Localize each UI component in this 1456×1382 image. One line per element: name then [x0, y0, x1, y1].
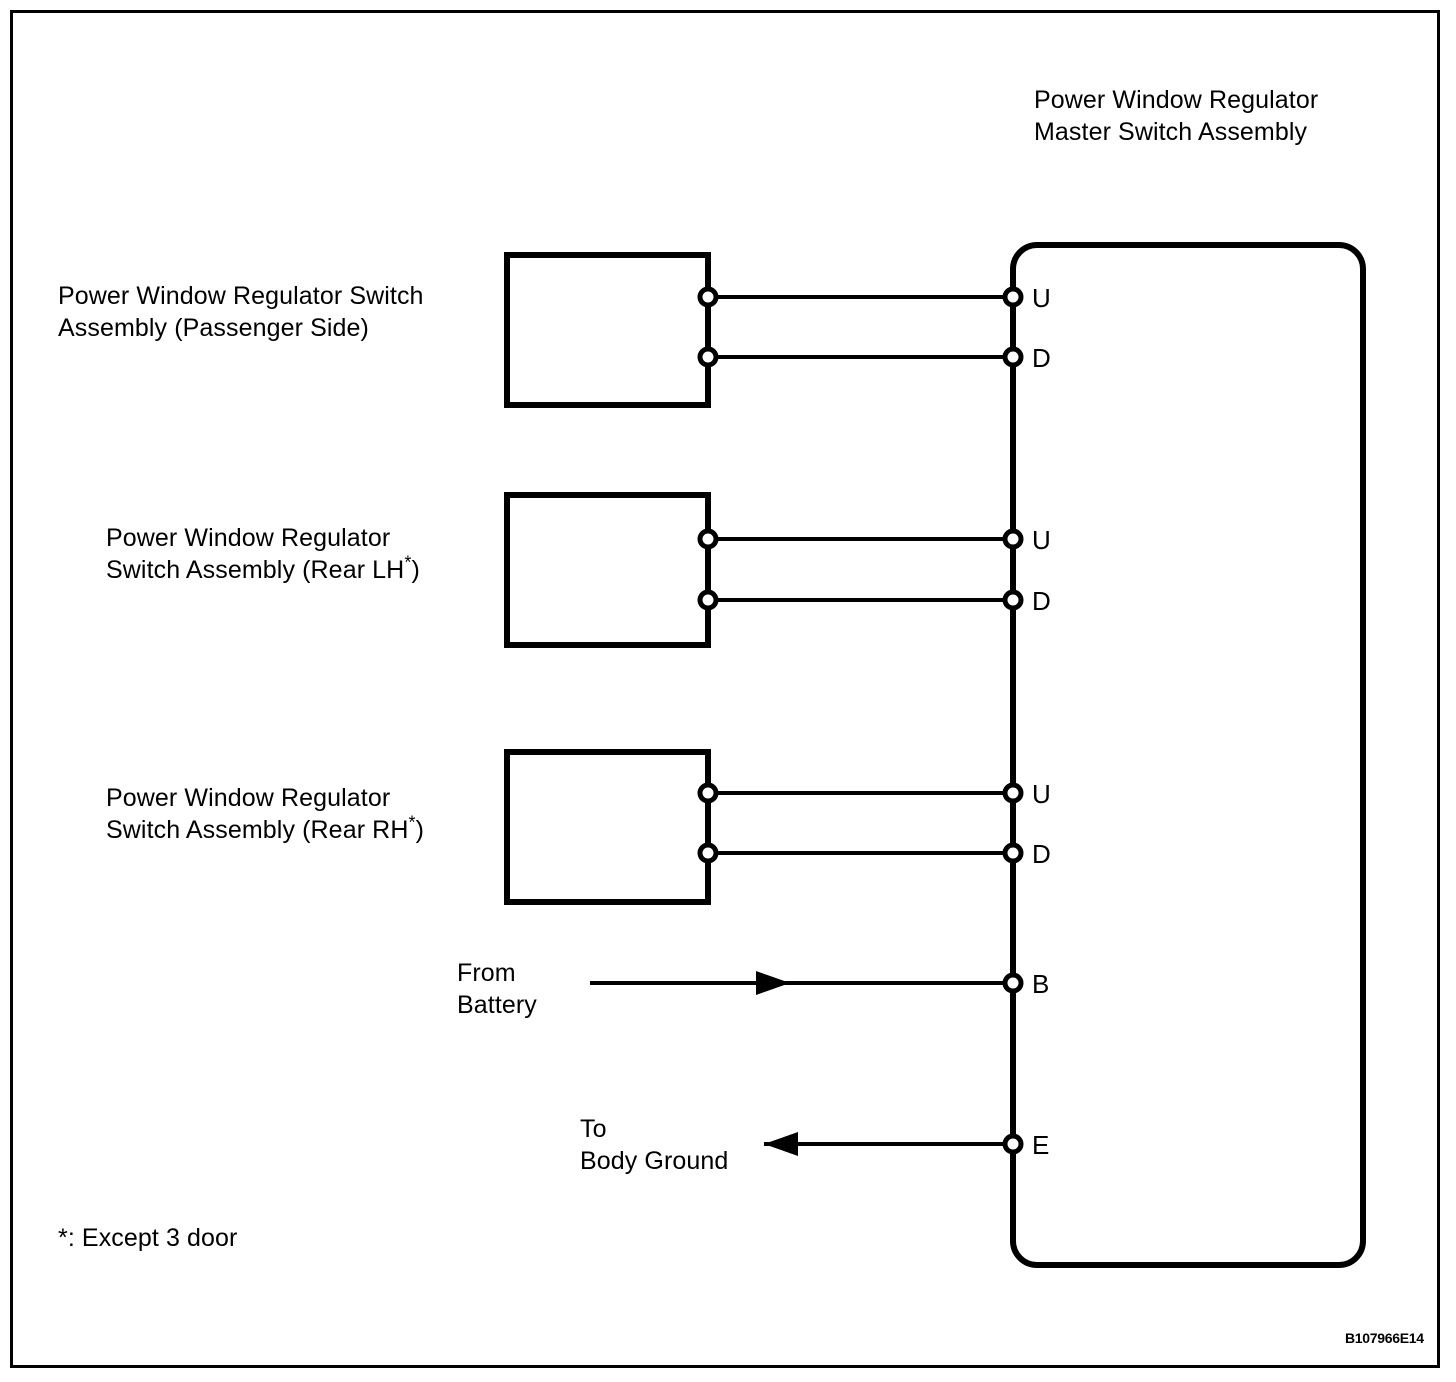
switch-box-passenger — [504, 252, 711, 408]
diagram-border — [10, 10, 1440, 1368]
connector-terminal-e — [1002, 1133, 1024, 1155]
label-rear-lh-line-2-suffix: ) — [411, 556, 420, 584]
label-rear-rh-line-2-suffix: ) — [415, 816, 425, 844]
terminal-label-b: B — [1032, 969, 1050, 999]
connector-terminal-d-2 — [1002, 589, 1024, 611]
terminal-label-d-2: D — [1032, 586, 1051, 616]
label-rear-lh-line-2-text: Switch Assembly (Rear LH — [106, 556, 405, 584]
asterisk-marker-rear-rh: * — [408, 812, 416, 833]
connector-terminal-d-3 — [1002, 842, 1024, 864]
connector-terminal-b — [1002, 972, 1024, 994]
terminal-label-u-3: U — [1032, 779, 1051, 809]
terminal-label-d-3: D — [1032, 839, 1051, 869]
label-rear-rh-line-1: Power Window Regulator — [106, 784, 391, 812]
master-switch-assembly-box — [1010, 242, 1366, 1268]
to-body-ground-line-1: To — [580, 1115, 607, 1143]
label-passenger-line-2: Assembly (Passenger Side) — [58, 314, 369, 342]
terminal-label-u-1: U — [1032, 283, 1051, 313]
title-line-2: Master Switch Assembly — [1034, 118, 1308, 146]
from-battery-line-1: From — [457, 959, 516, 987]
figure-code: B107966E14 — [1345, 1330, 1424, 1346]
title-line-1: Power Window Regulator — [1034, 86, 1319, 114]
connector-passenger-u-box — [697, 286, 719, 308]
connector-rear-lh-u-box — [697, 528, 719, 550]
connector-passenger-d-box — [697, 346, 719, 368]
label-passenger-line-1: Power Window Regulator Switch — [58, 282, 424, 310]
connector-rear-rh-d-box — [697, 842, 719, 864]
connector-terminal-d-1 — [1002, 346, 1024, 368]
connector-terminal-u-1 — [1002, 286, 1024, 308]
to-body-ground-line-2: Body Ground — [580, 1147, 729, 1175]
label-rear-lh-line-2: Switch Assembly (Rear LH*) — [106, 554, 420, 586]
label-rear-rh-line-2-text: Switch Assembly (Rear RH — [106, 816, 409, 844]
label-rear-lh-line-1: Power Window Regulator — [106, 524, 391, 552]
connector-terminal-u-3 — [1002, 782, 1024, 804]
connector-rear-rh-u-box — [697, 782, 719, 804]
connector-rear-lh-d-box — [697, 589, 719, 611]
arrowhead-from-battery-icon — [756, 971, 790, 995]
arrowhead-to-body-ground-icon — [764, 1132, 798, 1156]
terminal-label-d-1: D — [1032, 343, 1051, 373]
connector-terminal-u-2 — [1002, 528, 1024, 550]
footnote-text: *: Except 3 door — [58, 1224, 238, 1252]
terminal-label-e: E — [1032, 1130, 1050, 1160]
switch-box-rear-rh — [504, 749, 711, 905]
from-battery-line-2: Battery — [457, 991, 537, 1019]
asterisk-marker-rear-lh: * — [404, 552, 412, 573]
switch-box-rear-lh — [504, 492, 711, 648]
label-rear-rh-line-2: Switch Assembly (Rear RH*) — [106, 814, 424, 846]
terminal-label-u-2: U — [1032, 525, 1051, 555]
